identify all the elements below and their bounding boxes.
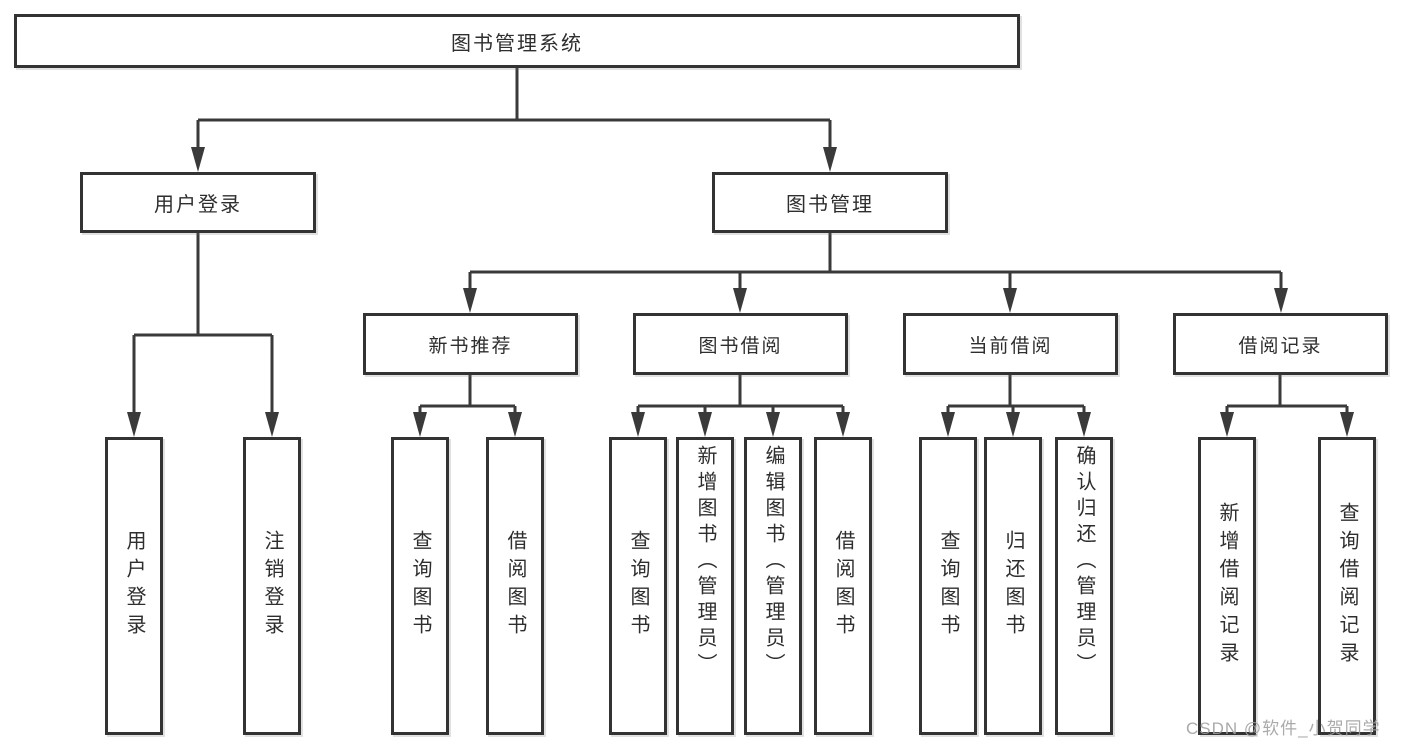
node-user-login: 用户登录 — [80, 172, 316, 233]
node-book-management: 图书管理 — [712, 172, 948, 233]
leaf-borrow-books-recommend-label: 借阅图书 — [504, 530, 526, 642]
leaf-add-book-admin: 新增图书（管理员） — [676, 437, 734, 735]
leaf-edit-book-admin-label: 编辑图书（管理员） — [762, 445, 784, 679]
leaf-user-login-label: 用户登录 — [123, 530, 145, 642]
leaf-query-books-borrow-label: 查询图书 — [627, 530, 649, 642]
leaf-borrow-books: 借阅图书 — [814, 437, 872, 735]
node-system-root-label: 图书管理系统 — [451, 32, 583, 55]
node-user-login-label: 用户登录 — [154, 194, 242, 216]
leaf-borrow-books-label: 借阅图书 — [832, 530, 854, 642]
node-borrow-records: 借阅记录 — [1173, 313, 1388, 375]
leaf-return-book: 归还图书 — [984, 437, 1042, 735]
leaf-user-login: 用户登录 — [105, 437, 163, 735]
leaf-query-borrow-record-label: 查询借阅记录 — [1336, 502, 1358, 670]
leaf-confirm-return-admin: 确认归还（管理员） — [1055, 437, 1113, 735]
node-current-borrow-label: 当前借阅 — [968, 335, 1053, 357]
leaf-query-books-borrow: 查询图书 — [609, 437, 667, 735]
leaf-edit-book-admin: 编辑图书（管理员） — [744, 437, 802, 735]
leaf-query-books-current-label: 查询图书 — [937, 530, 959, 642]
csdn-watermark: CSDN @软件_小贺同学 — [1186, 719, 1381, 738]
leaf-add-borrow-record: 新增借阅记录 — [1198, 437, 1256, 735]
leaf-query-books-recommend-label: 查询图书 — [409, 530, 431, 642]
leaf-add-borrow-record-label: 新增借阅记录 — [1216, 502, 1238, 670]
leaf-query-borrow-record: 查询借阅记录 — [1318, 437, 1376, 735]
leaf-query-books-recommend: 查询图书 — [391, 437, 449, 735]
leaf-logout-label: 注销登录 — [261, 530, 283, 642]
arrowheads — [127, 147, 1354, 437]
leaf-confirm-return-admin-label: 确认归还（管理员） — [1073, 445, 1095, 679]
leaf-borrow-books-recommend: 借阅图书 — [486, 437, 544, 735]
node-book-management-label: 图书管理 — [786, 194, 874, 216]
node-borrow-records-label: 借阅记录 — [1238, 335, 1323, 357]
leaf-logout: 注销登录 — [243, 437, 301, 735]
leaf-query-books-current: 查询图书 — [919, 437, 977, 735]
node-new-book-recommend-label: 新书推荐 — [428, 335, 513, 357]
node-new-book-recommend: 新书推荐 — [363, 313, 578, 375]
node-book-borrow-label: 图书借阅 — [698, 335, 783, 357]
leaf-add-book-admin-label: 新增图书（管理员） — [694, 445, 716, 679]
node-current-borrow: 当前借阅 — [903, 313, 1118, 375]
node-system-root: 图书管理系统 — [14, 14, 1020, 68]
node-book-borrow: 图书借阅 — [633, 313, 848, 375]
leaf-return-book-label: 归还图书 — [1002, 530, 1024, 642]
